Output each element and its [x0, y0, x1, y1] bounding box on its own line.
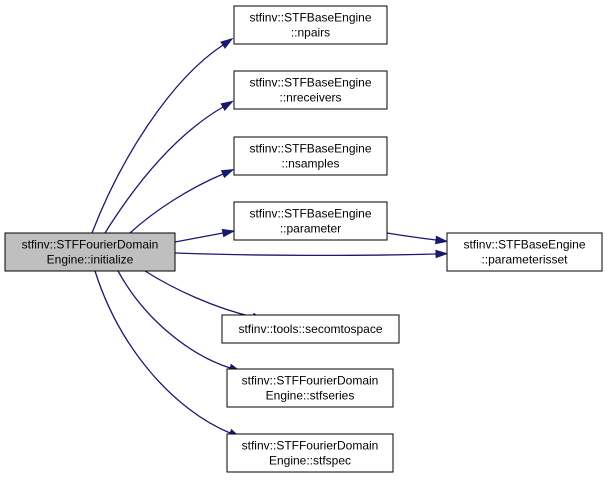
node-box	[233, 201, 388, 241]
node-box	[226, 433, 394, 473]
node-label-line: stfinv::STFBaseEngine	[249, 207, 371, 221]
edge-line	[386, 232, 437, 241]
node-label-line: stfinv::STFFourierDomain	[242, 374, 379, 388]
node-box	[446, 232, 603, 272]
edge-line	[91, 44, 224, 234]
node-box	[233, 136, 388, 176]
edge-root-to-nsamples	[129, 168, 235, 234]
node-label-line: stfinv::STFBaseEngine	[249, 142, 371, 156]
node-stfseries[interactable]: stfinv::STFFourierDomainEngine::stfserie…	[226, 368, 394, 408]
node-label-line: Engine::stfspec	[269, 454, 351, 468]
edge-line	[174, 232, 224, 243]
node-nsamples[interactable]: stfinv::STFBaseEngine::nsamples	[233, 136, 388, 176]
node-box	[221, 314, 400, 344]
edge-root-to-stfspec	[94, 270, 242, 439]
node-label-line: stfinv::tools::secomtospace	[238, 322, 382, 336]
node-nreceivers[interactable]: stfinv::STFBaseEngine::nreceivers	[233, 70, 388, 110]
node-npairs[interactable]: stfinv::STFBaseEngine::npairs	[233, 5, 388, 45]
arrowhead	[220, 37, 234, 49]
node-parameterisset[interactable]: stfinv::STFBaseEngine::parameterisset	[446, 232, 603, 272]
node-box	[226, 368, 394, 408]
edge-root-to-secomtospace	[144, 270, 266, 322]
node-label-line: ::nreceivers	[279, 91, 341, 105]
node-secomtospace[interactable]: stfinv::tools::secomtospace	[221, 314, 400, 344]
node-label-line: stfinv::STFFourierDomain	[242, 439, 379, 453]
edge-line	[174, 252, 437, 257]
nodes-layer: stfinv::STFFourierDomainEngine::initiali…	[4, 5, 603, 473]
arrowhead	[220, 168, 235, 179]
arrowhead	[435, 249, 449, 259]
edge-root-to-npairs	[91, 37, 234, 234]
node-label-line: stfinv::STFFourierDomain	[22, 238, 159, 252]
edge-parameter-to-parameterisset	[386, 232, 449, 245]
edge-line	[104, 106, 224, 234]
node-box	[233, 70, 388, 110]
arrowhead	[435, 235, 449, 245]
edge-root-to-parameterisset	[174, 249, 449, 259]
edge-root-to-parameter	[174, 228, 236, 243]
node-label-line: ::parameter	[280, 222, 341, 236]
node-box	[233, 5, 388, 45]
edge-line	[129, 173, 224, 234]
node-root[interactable]: stfinv::STFFourierDomainEngine::initiali…	[4, 232, 176, 272]
node-label-line: Engine::stfseries	[266, 389, 355, 403]
node-label-line: ::parameterisset	[481, 253, 568, 267]
edge-line	[94, 270, 231, 434]
node-label-line: Engine::initialize	[47, 253, 134, 267]
node-parameter[interactable]: stfinv::STFBaseEngine::parameter	[233, 201, 388, 241]
node-label-line: ::npairs	[291, 26, 330, 40]
arrowhead	[220, 100, 234, 111]
edge-line	[144, 270, 254, 318]
arrowhead	[221, 228, 236, 238]
node-label-line: stfinv::STFBaseEngine	[249, 76, 371, 90]
node-label-line: ::nsamples	[281, 157, 339, 171]
edge-root-to-nreceivers	[104, 100, 234, 234]
node-box	[4, 232, 176, 272]
node-label-line: stfinv::STFBaseEngine	[463, 238, 585, 252]
edge-line	[117, 270, 231, 369]
node-label-line: stfinv::STFBaseEngine	[249, 11, 371, 25]
